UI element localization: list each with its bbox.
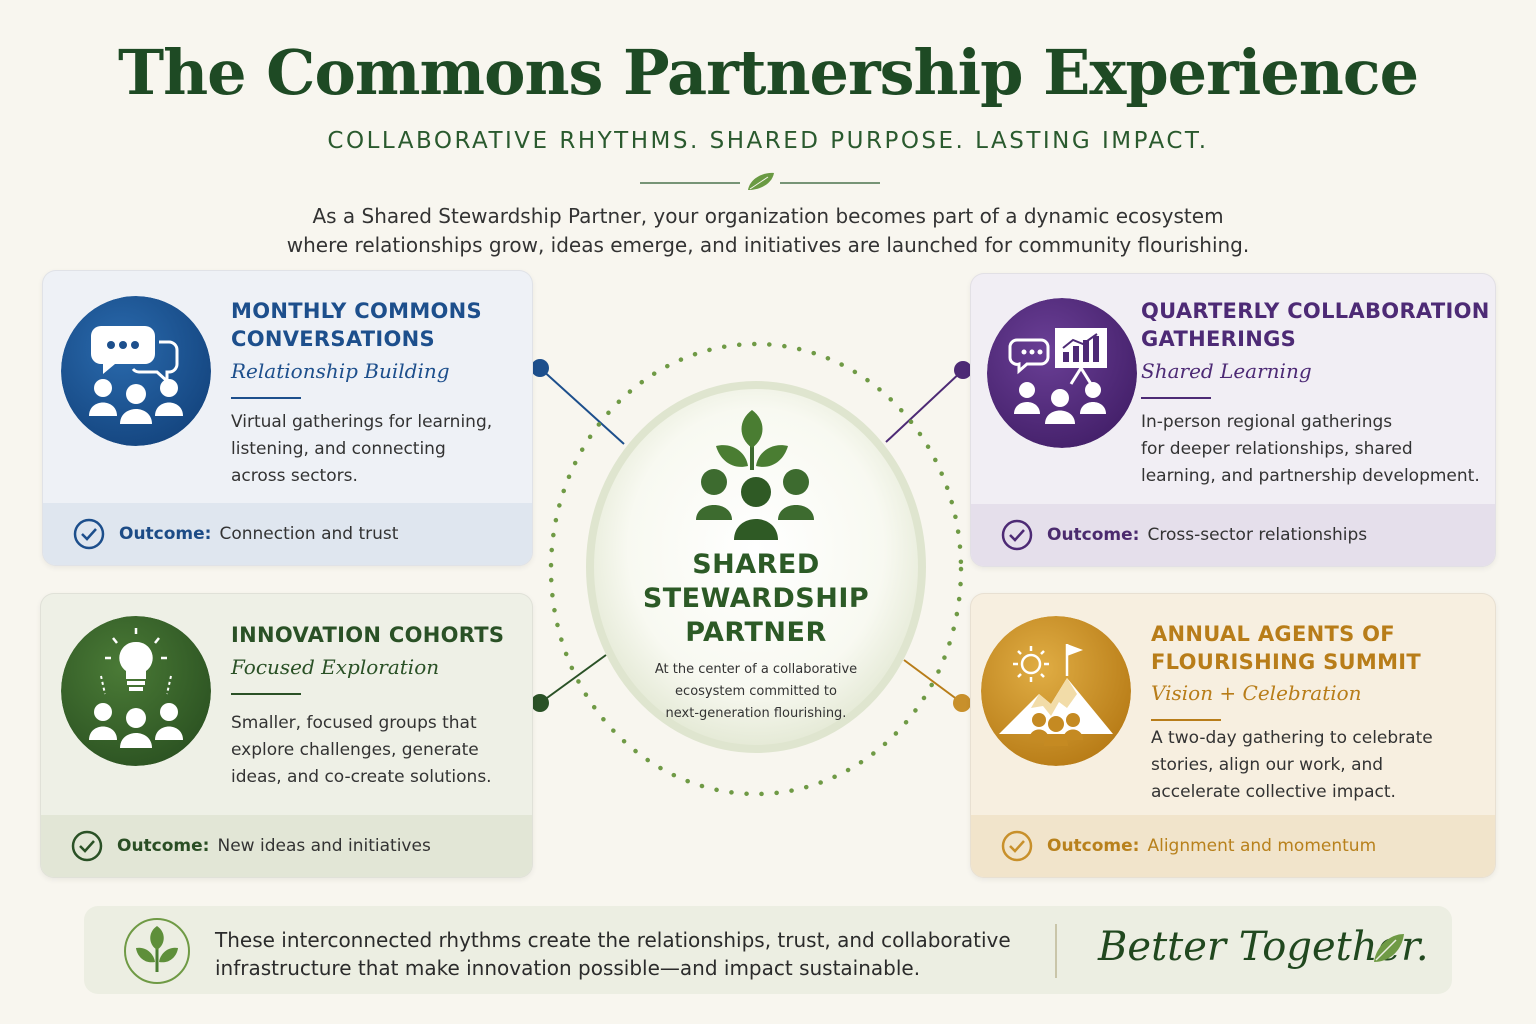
center-title: SHARED STEWARDSHIP PARTNER bbox=[606, 548, 906, 650]
check-circle-icon bbox=[71, 830, 103, 862]
card-desc-line-2: listening, and connecting bbox=[231, 439, 446, 459]
card-subtitle: Focused Exploration bbox=[231, 655, 440, 679]
check-circle-icon bbox=[1001, 519, 1033, 551]
card-desc-line-3: accelerate collective impact. bbox=[1151, 782, 1396, 802]
card-description: In-person regional gatherings for deeper… bbox=[1141, 409, 1480, 490]
lightbulb-people-icon bbox=[61, 616, 211, 766]
card-rule bbox=[1141, 397, 1211, 399]
card-quarterly-gatherings: QUARTERLY COLLABORATION GATHERINGS Share… bbox=[970, 273, 1496, 567]
seedling-icon bbox=[124, 918, 190, 984]
center-title-line-1: SHARED bbox=[692, 549, 820, 580]
card-desc-line-2: explore challenges, generate bbox=[231, 740, 479, 760]
card-title-line-2: GATHERINGS bbox=[1141, 327, 1297, 351]
card-rule bbox=[1151, 719, 1221, 721]
outcome-value: Cross-sector relationships bbox=[1147, 525, 1368, 545]
card-title-line-1: INNOVATION COHORTS bbox=[231, 623, 505, 647]
card-rule bbox=[231, 397, 301, 399]
card-annual-summit: ANNUAL AGENTS OF FLOURISHING SUMMIT Visi… bbox=[970, 593, 1496, 878]
card-title: MONTHLY COMMONS CONVERSATIONS bbox=[231, 297, 482, 353]
card-rule bbox=[231, 693, 301, 695]
card-subtitle: Vision + Celebration bbox=[1151, 681, 1362, 705]
card-title-line-1: QUARTERLY COLLABORATION bbox=[1141, 299, 1490, 323]
center-desc-line-1: At the center of a collaborative bbox=[654, 662, 858, 677]
outcome-value: Connection and trust bbox=[219, 524, 399, 544]
footer-text-line-2: infrastructure that make innovation poss… bbox=[215, 956, 921, 980]
footer-text: These interconnected rhythms create the … bbox=[215, 926, 1045, 982]
intro-line-2: where relationships grow, ideas emerge, … bbox=[286, 233, 1250, 257]
outcome-label: Outcome: bbox=[119, 524, 212, 544]
outcome-label: Outcome: bbox=[1047, 525, 1140, 545]
mountain-flag-icon bbox=[981, 616, 1131, 766]
card-title-line-1: ANNUAL AGENTS OF bbox=[1151, 622, 1395, 646]
center-title-line-2: STEWARDSHIP bbox=[642, 583, 870, 614]
card-description: Smaller, focused groups that explore cha… bbox=[231, 710, 492, 791]
outcome-label: Outcome: bbox=[117, 836, 210, 856]
card-desc-line-1: Smaller, focused groups that bbox=[231, 713, 477, 733]
card-subtitle: Shared Learning bbox=[1141, 359, 1312, 383]
page-subtitle: COLLABORATIVE RHYTHMS. SHARED PURPOSE. L… bbox=[327, 128, 1209, 154]
card-innovation-cohorts: INNOVATION COHORTS Focused Exploration S… bbox=[40, 593, 533, 878]
center-desc-line-2: ecosystem committed to bbox=[675, 684, 837, 699]
card-subtitle: Relationship Building bbox=[231, 359, 450, 383]
footer-divider bbox=[1055, 924, 1057, 978]
card-title-line-2: CONVERSATIONS bbox=[231, 327, 435, 351]
card-desc-line-1: Virtual gatherings for learning, bbox=[231, 412, 493, 432]
outcome-bar: Outcome: Alignment and momentum bbox=[971, 815, 1495, 877]
card-title-line-1: MONTHLY COMMONS bbox=[231, 299, 482, 323]
leaf-icon bbox=[1374, 934, 1404, 962]
card-description: Virtual gatherings for learning, listeni… bbox=[231, 409, 492, 490]
center-title-line-3: PARTNER bbox=[685, 617, 827, 648]
footer-text-line-1: These interconnected rhythms create the … bbox=[215, 928, 1011, 952]
sprout-people-icon bbox=[696, 410, 814, 540]
intro-text: As a Shared Stewardship Partner, your or… bbox=[200, 202, 1336, 260]
page-title: The Commons Partnership Experience bbox=[117, 36, 1419, 109]
card-desc-line-1: A two-day gathering to celebrate bbox=[1151, 728, 1433, 748]
card-description: A two-day gathering to celebrate stories… bbox=[1151, 725, 1433, 806]
chat-people-icon bbox=[61, 296, 211, 446]
center-description: At the center of a collaborative ecosyst… bbox=[636, 659, 876, 725]
check-circle-icon bbox=[1001, 830, 1033, 862]
outcome-bar: Outcome: Cross-sector relationships bbox=[971, 504, 1495, 566]
check-circle-icon bbox=[73, 518, 105, 550]
outcome-bar: Outcome: New ideas and initiatives bbox=[41, 815, 532, 877]
outcome-value: New ideas and initiatives bbox=[217, 836, 431, 856]
card-desc-line-3: ideas, and co-create solutions. bbox=[231, 767, 492, 787]
card-desc-line-2: stories, align our work, and bbox=[1151, 755, 1384, 775]
footer-banner: These interconnected rhythms create the … bbox=[84, 906, 1452, 994]
card-monthly-conversations: MONTHLY COMMONS CONVERSATIONS Relationsh… bbox=[42, 270, 533, 566]
card-title: QUARTERLY COLLABORATION GATHERINGS bbox=[1141, 297, 1490, 353]
card-title-line-2: FLOURISHING SUMMIT bbox=[1151, 650, 1422, 674]
footer-tagline: Better Together. bbox=[1098, 924, 1429, 970]
outcome-value: Alignment and momentum bbox=[1147, 836, 1377, 856]
presentation-people-icon bbox=[987, 298, 1137, 448]
card-desc-line-1: In-person regional gatherings bbox=[1141, 412, 1393, 432]
card-desc-line-3: across sectors. bbox=[231, 466, 358, 486]
intro-line-1: As a Shared Stewardship Partner, your or… bbox=[312, 204, 1224, 228]
card-title: INNOVATION COHORTS bbox=[231, 621, 504, 649]
card-desc-line-2: for deeper relationships, shared bbox=[1141, 439, 1413, 459]
center-desc-line-3: next-generation flourishing. bbox=[665, 706, 847, 721]
card-title: ANNUAL AGENTS OF FLOURISHING SUMMIT bbox=[1151, 620, 1421, 676]
outcome-label: Outcome: bbox=[1047, 836, 1140, 856]
card-desc-line-3: learning, and partnership development. bbox=[1141, 466, 1480, 486]
leaf-divider-icon bbox=[640, 172, 880, 190]
outcome-bar: Outcome: Connection and trust bbox=[43, 503, 532, 565]
